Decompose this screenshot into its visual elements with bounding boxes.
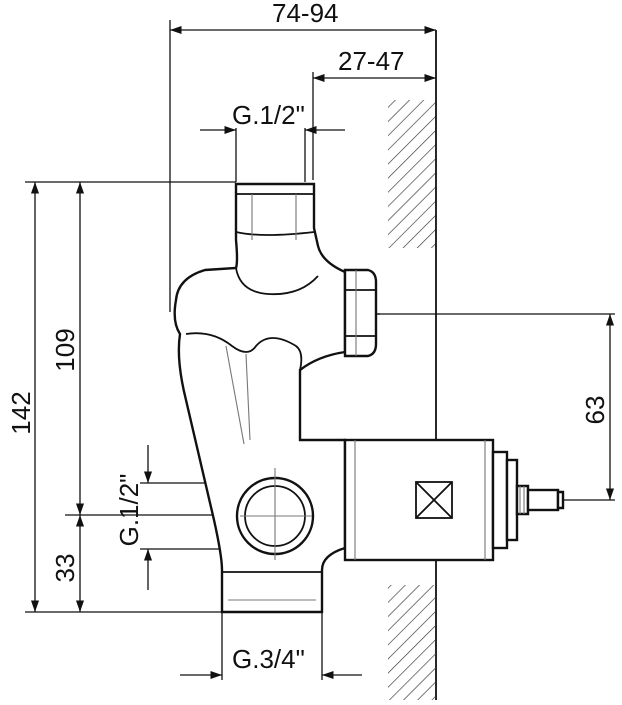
label-overall-depth: 74-94 [272,0,339,28]
valve-body [173,182,347,614]
label-upper-height: 109 [50,328,80,371]
valve-stem [491,450,565,550]
cartridge-housing [343,438,495,562]
dim-total-height: 142 [6,181,236,613]
label-wall-offset: 27-47 [338,46,405,76]
dim-lower-height: 33 [50,514,240,612]
dim-wall-offset: 27-47 [312,46,436,180]
label-top-thread: G.1/2" [232,100,305,130]
dim-bottom-thread: G.3/4" [180,612,362,680]
label-bottom-thread: G.3/4" [232,644,305,674]
dim-overall-depth: 74-94 [169,0,436,312]
dim-upper-height: 109 [50,182,85,515]
wall-lower [388,585,436,700]
label-side-thread: G.1/2" [114,474,144,547]
label-lower-height: 33 [50,554,80,583]
label-total-height: 142 [6,391,36,434]
label-outlet-offset: 63 [580,396,610,425]
dim-outlet-offset: 63 [375,313,615,501]
dim-top-thread: G.1/2" [200,100,345,182]
square-marker [415,481,453,519]
hex-nut [343,268,378,358]
